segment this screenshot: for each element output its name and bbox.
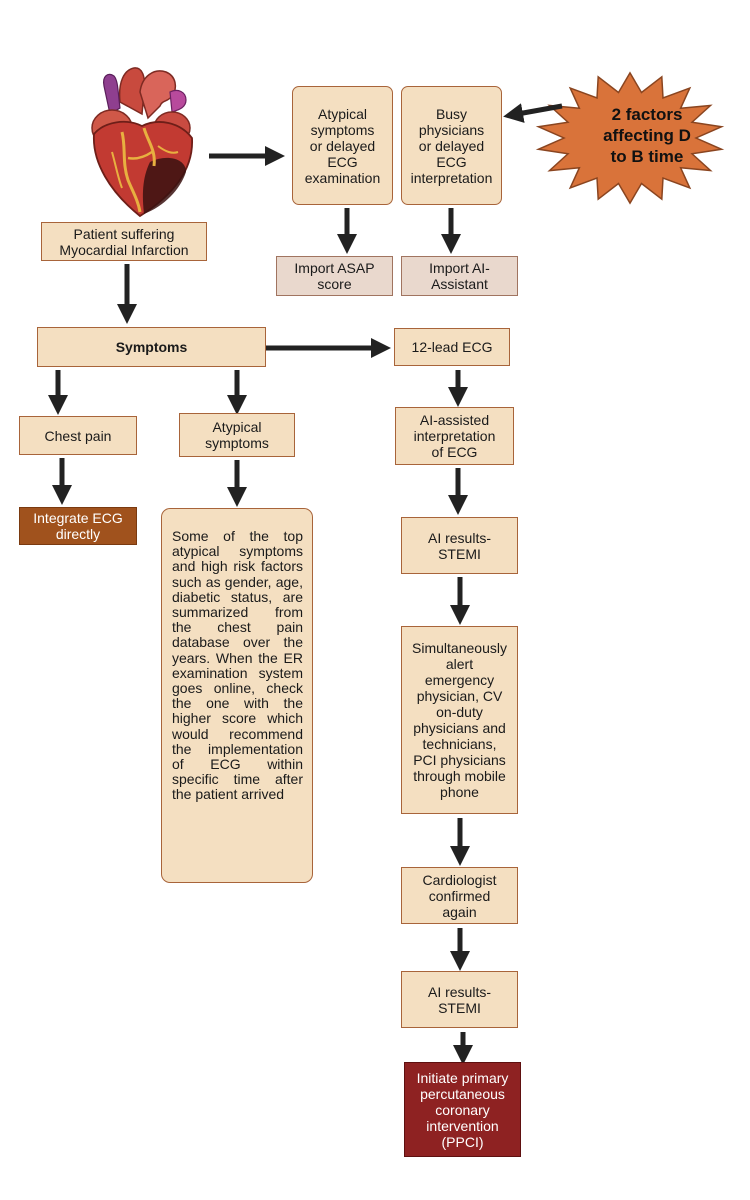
patient-box: Patient suffering Myocardial Infarction: [41, 222, 207, 261]
import-ai-box: Import AI- Assistant: [401, 256, 518, 296]
atypical-symptoms-box: Atypical symptoms: [179, 413, 295, 457]
atypical-delayed-box: Atypical symptoms or delayed ECG examina…: [292, 86, 393, 205]
chest-pain-box: Chest pain: [19, 416, 137, 455]
ai-results-2-box: AI results- STEMI: [401, 971, 518, 1028]
starburst-shape: [535, 71, 725, 205]
arrow-burst-to-busy: [503, 103, 563, 123]
atypical-description-box: Some of the top atypical symptoms and hi…: [161, 508, 313, 883]
cardiologist-box: Cardiologist confirmed again: [401, 867, 518, 924]
symptoms-box: Symptoms: [37, 327, 266, 367]
ai-interpretation-box: AI-assisted interpretation of ECG: [395, 407, 514, 465]
ai-results-1-box: AI results- STEMI: [401, 517, 518, 574]
integrate-ecg-box: Integrate ECG directly: [19, 507, 137, 545]
ecg12-box: 12-lead ECG: [394, 328, 510, 366]
import-asap-box: Import ASAP score: [276, 256, 393, 296]
ppci-box: Initiate primary percutaneous coronary i…: [404, 1062, 521, 1157]
two-factors-label: 2 factors affecting D to B time: [603, 105, 691, 166]
heart-icon: [91, 67, 193, 218]
busy-physicians-box: Busy physicians or delayed ECG interpret…: [401, 86, 502, 205]
alert-box: Simultaneously alert emergency physician…: [401, 626, 518, 814]
